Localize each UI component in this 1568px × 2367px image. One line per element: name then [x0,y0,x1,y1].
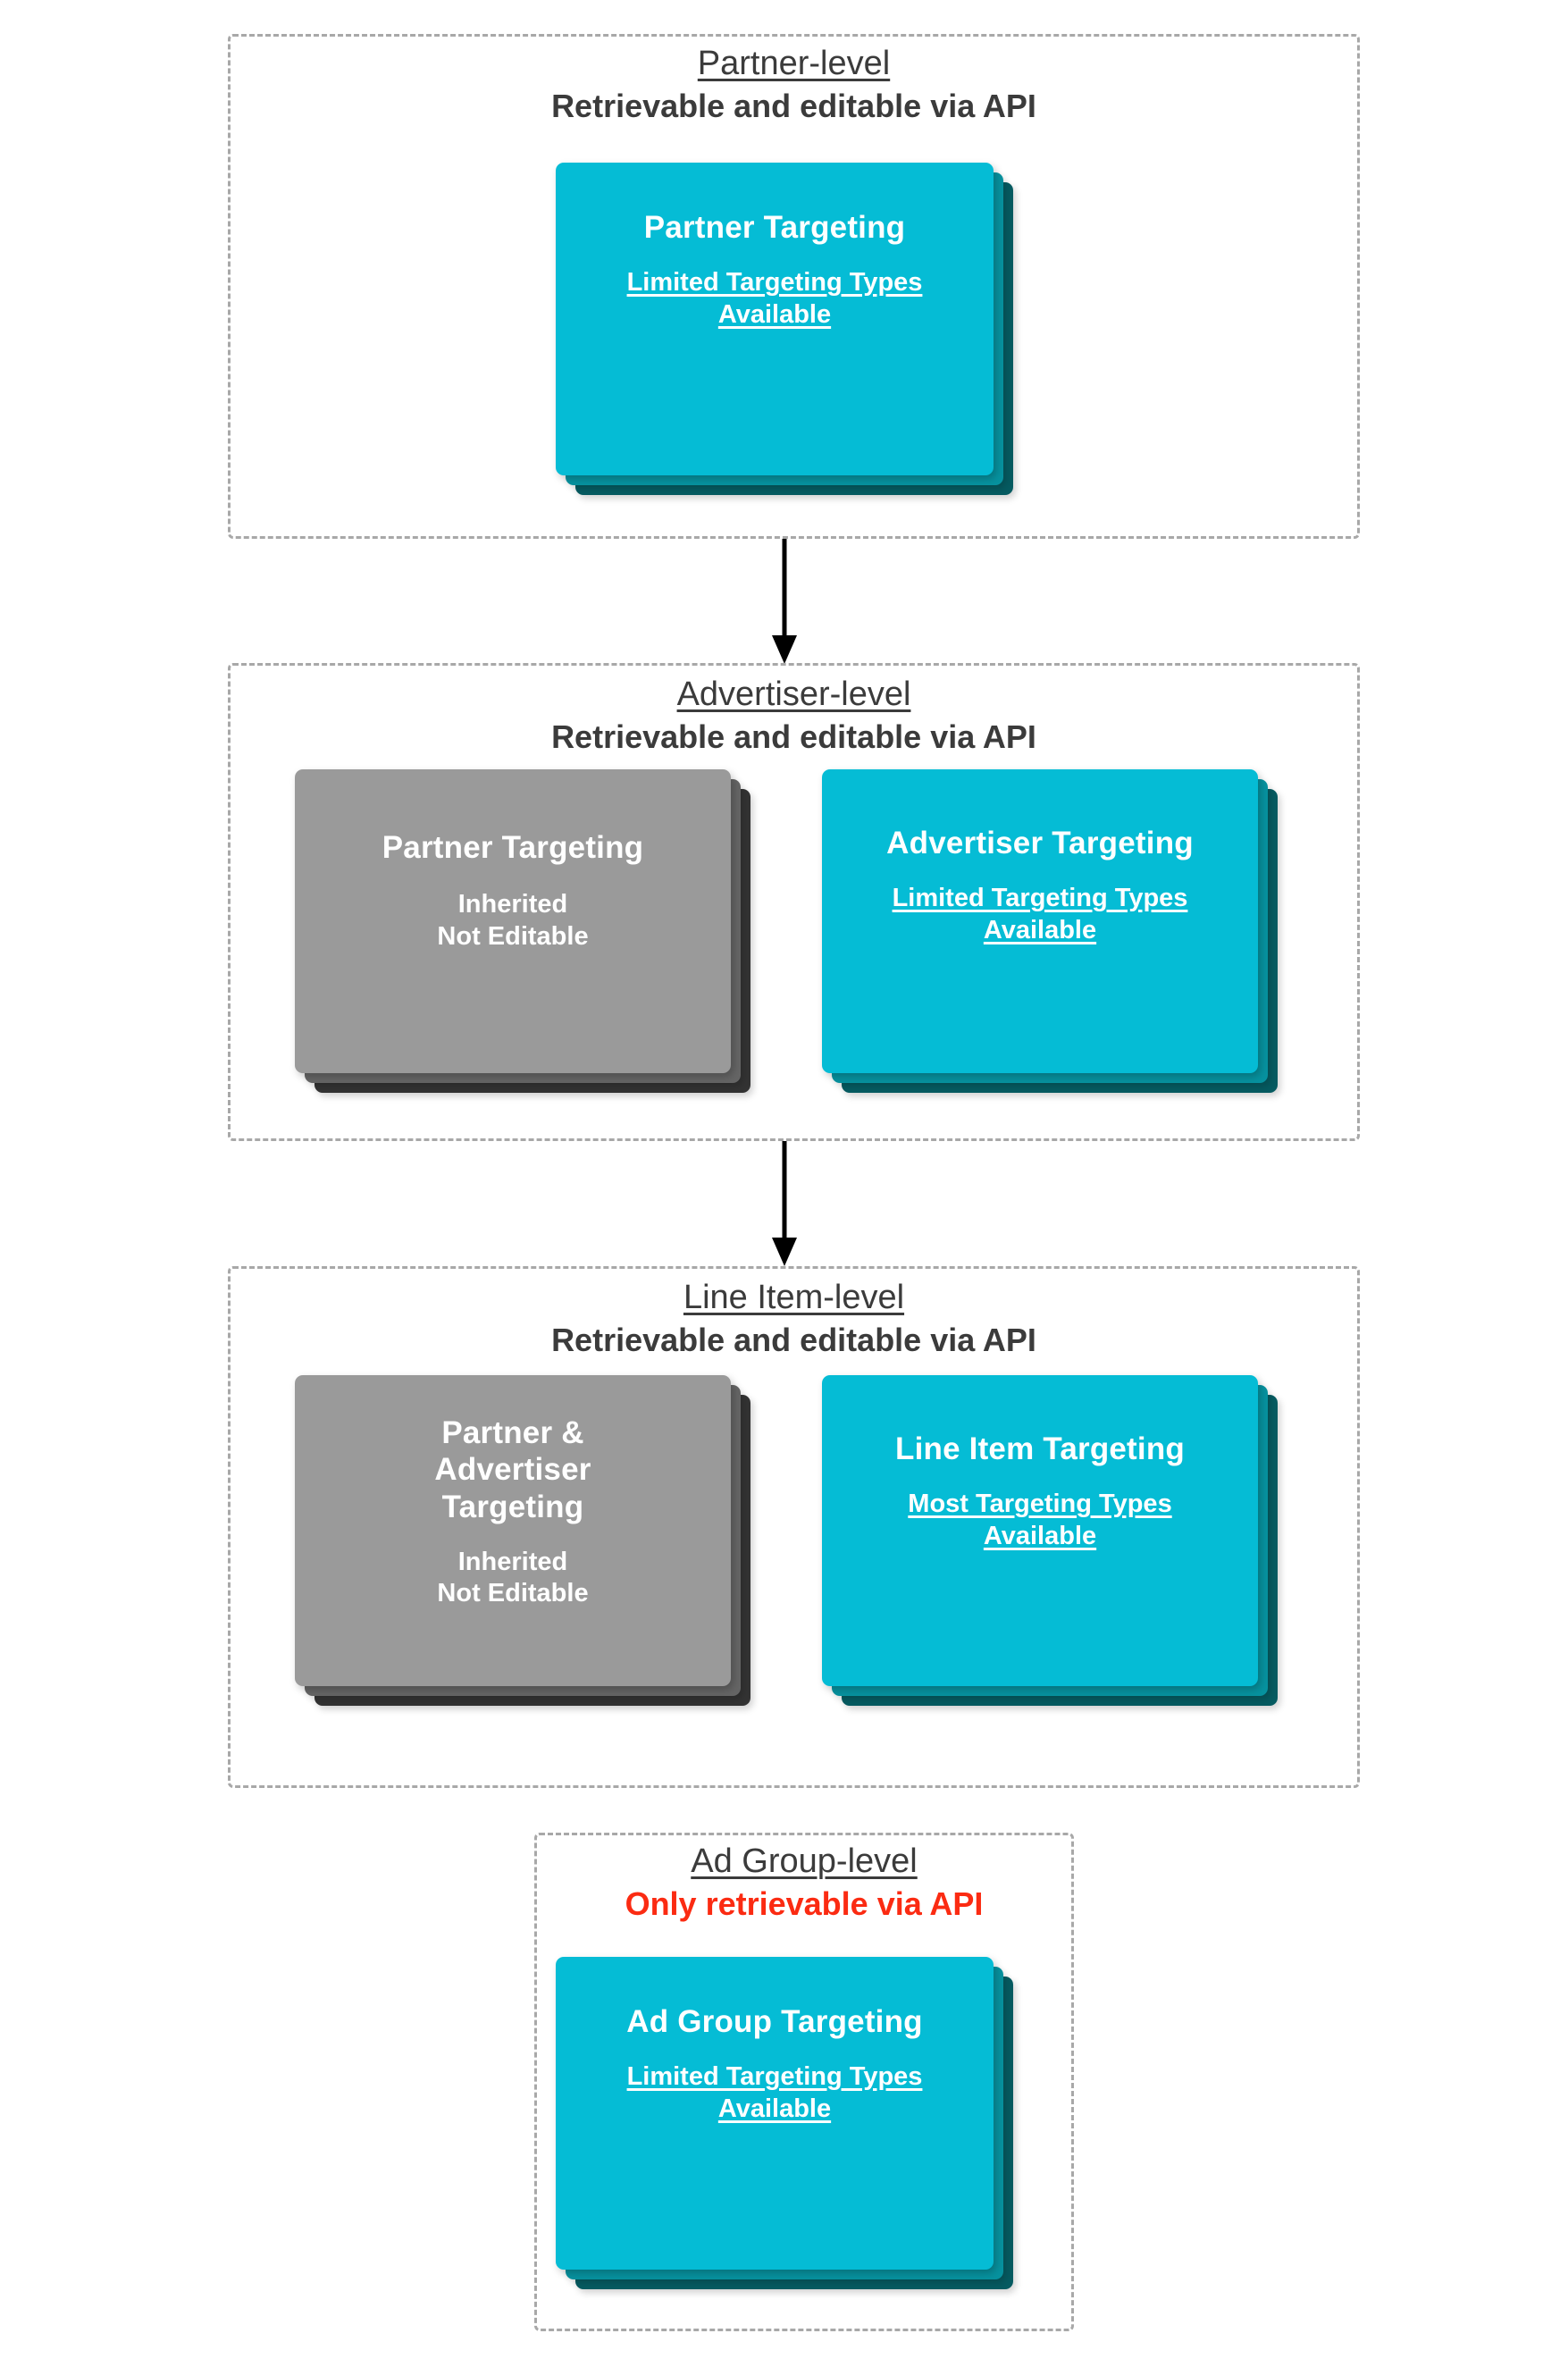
level-heading-partner: Partner-level Retrievable and editable v… [228,45,1360,125]
card-subtitle-ad-group-targeting: Limited Targeting Types Available [627,2061,923,2125]
arrow-partner-to-advertiser [767,539,802,664]
card-subtitle-line-2: Available [983,1521,1097,1550]
card-subtitle-line-2: Available [983,915,1097,944]
card-stack-advertiser-targeting[interactable]: Advertiser Targeting Limited Targeting T… [822,769,1279,1120]
level-heading-ad-group: Ad Group-level Only retrievable via API [534,1842,1074,1923]
card-subtitle-line-1: Limited Targeting Types [626,268,923,298]
card-stack-inherited-partner-advertiser-targeting[interactable]: Partner & Advertiser Targeting Inherited… [295,1375,752,1733]
level-subtitle-ad-group: Only retrievable via API [625,1884,984,1922]
card-subtitle-inherited-partner-advertiser-targeting: Inherited Not Editable [437,1547,588,1610]
card-subtitle-line-2: Not Editable [437,1579,589,1608]
card-subtitle-line-1: Most Targeting Types [908,1490,1172,1519]
card-subtitle-line-1: Limited Targeting Types [626,2062,923,2092]
card-title-inherited-partner-advertiser-targeting: Partner & Advertiser Targeting [434,1415,591,1524]
card-layer-front[interactable]: Partner Targeting Inherited Not Editable [295,769,731,1073]
card-subtitle-line-1: Limited Targeting Types [892,884,1188,913]
card-stack-inherited-partner-targeting[interactable]: Partner Targeting Inherited Not Editable [295,769,752,1120]
card-subtitle-line-1: Inherited [457,890,568,919]
card-layer-front[interactable]: Ad Group Targeting Limited Targeting Typ… [556,1957,994,2270]
card-title-advertiser-targeting: Advertiser Targeting [886,826,1194,860]
level-subtitle-advertiser: Retrievable and editable via API [551,718,1036,755]
card-title-inherited-partner-targeting: Partner Targeting [382,830,644,865]
card-stack-line-item-targeting[interactable]: Line Item Targeting Most Targeting Types… [822,1375,1279,1733]
card-subtitle-inherited-partner-targeting: Inherited Not Editable [437,889,588,953]
level-subtitle-line-item: Retrievable and editable via API [551,1321,1036,1358]
level-title-advertiser: Advertiser-level [676,676,911,713]
card-stack-partner-targeting[interactable]: Partner Targeting Limited Targeting Type… [556,163,1013,495]
card-subtitle-line-item-targeting: Most Targeting Types Available [908,1489,1171,1552]
level-box-partner [228,34,1360,539]
card-layer-front[interactable]: Line Item Targeting Most Targeting Types… [822,1375,1258,1686]
card-subtitle-partner-targeting: Limited Targeting Types Available [627,267,923,331]
card-subtitle-line-2: Not Editable [437,921,589,951]
level-title-partner: Partner-level [697,45,891,82]
level-heading-advertiser: Advertiser-level Retrievable and editabl… [228,676,1360,756]
card-subtitle-advertiser-targeting: Limited Targeting Types Available [893,883,1188,946]
card-title-partner-targeting: Partner Targeting [643,210,906,245]
level-title-ad-group: Ad Group-level [691,1842,918,1880]
level-title-line-item: Line Item-level [683,1279,905,1316]
card-stack-ad-group-targetting[interactable]: Ad Group Targeting Limited Targeting Typ… [556,1957,1013,2289]
card-title-line-item-targeting: Line Item Targeting [894,1431,1185,1466]
card-layer-front[interactable]: Partner Targeting Limited Targeting Type… [556,163,994,475]
level-box-advertiser [228,663,1360,1141]
level-subtitle-partner: Retrievable and editable via API [551,87,1036,124]
card-title-ad-group-targeting: Ad Group Targeting [626,2004,923,2039]
level-heading-line-item: Line Item-level Retrievable and editable… [228,1279,1360,1359]
card-subtitle-line-1: Inherited [457,1547,568,1576]
arrow-advertiser-to-line-item [767,1141,802,1266]
card-subtitle-line-2: Available [717,2094,832,2123]
level-box-line-item [228,1266,1360,1788]
card-subtitle-line-2: Available [717,299,832,329]
level-box-ad-group [534,1833,1074,2331]
card-layer-front[interactable]: Partner & Advertiser Targeting Inherited… [295,1375,731,1686]
card-layer-front[interactable]: Advertiser Targeting Limited Targeting T… [822,769,1258,1073]
